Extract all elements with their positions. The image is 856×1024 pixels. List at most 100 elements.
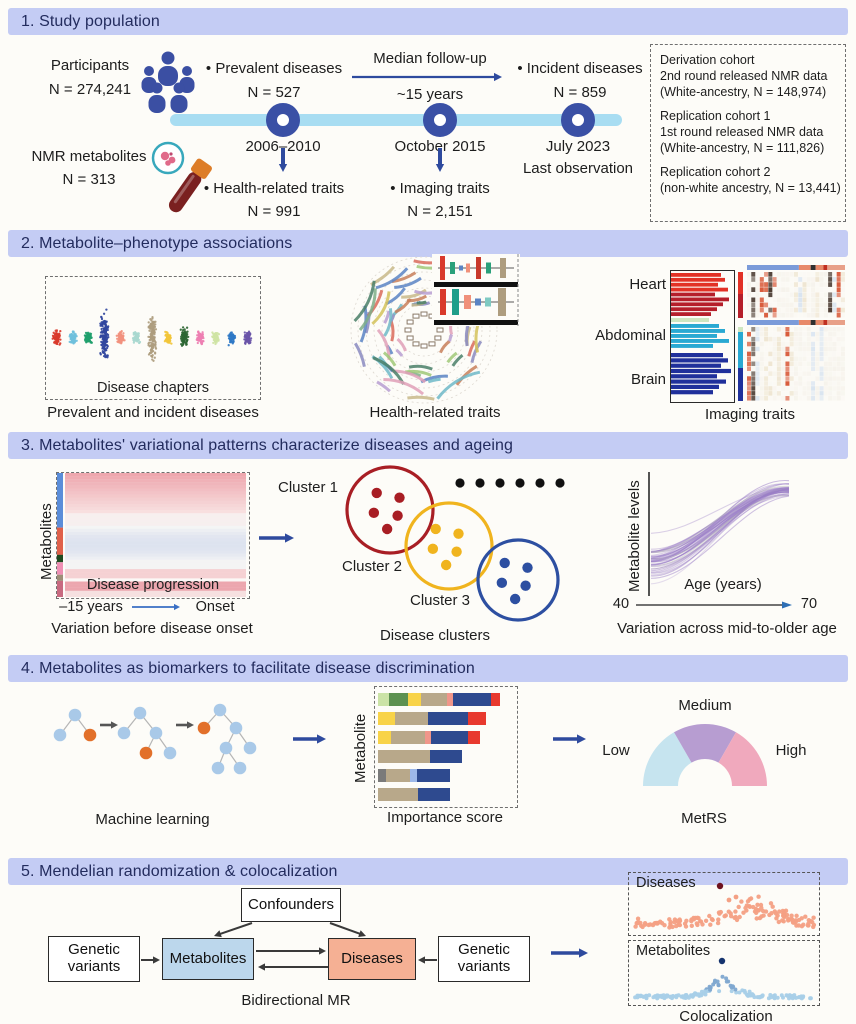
blood-tube-icon <box>151 141 212 213</box>
cohort2-line2: 1st round released NMR data <box>660 125 824 139</box>
metabolites-label: Metabolites <box>169 949 247 967</box>
participants-n: N = 274,241 <box>48 81 132 98</box>
imaging-traits-n: N = 2,151 <box>407 203 473 220</box>
cluster3-label: Cluster 3 <box>409 592 471 609</box>
circular-caption: Health-related traits <box>369 404 501 421</box>
participants-label: Participants <box>50 57 130 74</box>
health-traits-n: N = 991 <box>247 203 301 220</box>
imaging-traits-label: • Imaging traits <box>390 180 490 197</box>
section1-title: 1. Study population <box>21 12 160 30</box>
section4-arrow-1 <box>293 734 326 744</box>
importance-bars <box>378 693 500 801</box>
cohort3-line1: Replication cohort 2 <box>660 165 771 179</box>
manhattan-inner-label: Disease chapters <box>96 380 210 396</box>
median-years-label: ~15 years <box>396 86 464 103</box>
imaging-bars-box <box>670 270 735 403</box>
diseases-box: Diseases <box>328 938 416 980</box>
nmr-label: NMR metabolites <box>31 148 147 165</box>
section2-header: 2. Metabolite–phenotype associations <box>8 230 848 257</box>
onset-heatmap-box: Disease progression <box>56 472 250 599</box>
section5-arrow <box>551 948 588 958</box>
metrs-gauge <box>643 724 767 786</box>
heatmap-x-left: –15 years <box>59 599 123 615</box>
diseases-label: Diseases <box>341 949 403 967</box>
cohort1-line1: Derivation cohort <box>660 53 755 67</box>
imaging-caption: Imaging traits <box>704 406 796 423</box>
cohort2-line3: (White-ancestry, N = 111,826) <box>660 141 825 155</box>
median-followup-arrow <box>352 72 502 82</box>
cluster-circles <box>345 465 560 622</box>
prevalent-n: N = 527 <box>247 84 301 101</box>
clusters-caption: Disease clusters <box>379 627 491 644</box>
coloc-diseases-label: Diseases <box>636 875 696 891</box>
genetic-variants-left-box: Genetic variants <box>48 936 140 982</box>
cohort3-line2: (non-white ancestry, N = 13,441) <box>660 181 841 195</box>
section1-header: 1. Study population <box>8 8 848 35</box>
section4-title: 4. Metabolites as biomarkers to facilita… <box>21 659 475 677</box>
confounders-label: Confounders <box>248 895 334 913</box>
age-caption: Variation across mid-to-older age <box>617 620 837 637</box>
importance-caption: Importance score <box>387 809 503 826</box>
last-observation-label: Last observation <box>522 160 634 177</box>
section3-arrow <box>259 533 294 543</box>
heatmap-inner-label: Disease progression <box>86 577 220 593</box>
heatmap-ylabel: Metabolites <box>38 503 55 581</box>
manhattan-box: Disease chapters <box>45 276 261 400</box>
gauge-high-label: High <box>775 742 807 759</box>
imaging-label-abdominal: Abdominal <box>595 327 666 344</box>
coloc-metabolites-scatter <box>633 957 813 1001</box>
heatmap-x-arrow <box>132 603 180 611</box>
mr-caption: Bidirectional MR <box>241 992 351 1009</box>
mr-arrows <box>141 922 437 971</box>
imaging-label-heart: Heart <box>629 276 666 293</box>
age-x-arrow <box>636 601 792 609</box>
manhattan-caption: Prevalent and incident diseases <box>47 404 259 421</box>
coloc-caption: Colocalization <box>679 1008 773 1024</box>
age-xlabel: Age (years) <box>684 576 762 593</box>
node2-label: October 2015 <box>394 138 486 155</box>
section3-title: 3. Metabolites' variational patterns cha… <box>21 436 514 454</box>
gauge-medium-label: Medium <box>678 697 732 714</box>
health-traits-label: • Health-related traits <box>203 180 345 197</box>
down-arrow-2015 <box>435 148 445 172</box>
coloc-diseases-box: Diseases <box>628 872 820 936</box>
age-min-label: 40 <box>612 596 630 612</box>
decision-trees <box>53 703 257 775</box>
onset-heatmap <box>57 473 246 597</box>
coloc-metabolites-box: Metabolites <box>628 940 820 1006</box>
metabolites-box: Metabolites <box>162 938 254 980</box>
section4-header: 4. Metabolites as biomarkers to facilita… <box>8 655 848 682</box>
imaging-bars <box>671 273 731 395</box>
gauge-low-label: Low <box>602 742 630 759</box>
gauge-caption: MetRS <box>681 810 727 827</box>
importance-box <box>374 686 518 808</box>
cohort2-line1: Replication cohort 1 <box>660 109 771 123</box>
heatmap-x-right: Onset <box>195 599 235 615</box>
confounders-box: Confounders <box>241 888 341 922</box>
section5-header: 5. Mendelian randomization & colocalizat… <box>8 858 848 885</box>
section5-title: 5. Mendelian randomization & colocalizat… <box>21 862 338 880</box>
ml-caption: Machine learning <box>95 811 210 828</box>
coloc-diseases-scatter <box>633 882 817 930</box>
genetic-right-label: Genetic variants <box>457 941 511 975</box>
heatmap-caption: Variation before disease onset <box>51 620 253 637</box>
coloc-metabolites-label: Metabolites <box>636 943 711 959</box>
timeline-node-2015 <box>423 103 457 137</box>
cohort-box: Derivation cohort 2nd round released NMR… <box>650 44 846 222</box>
node3-label: July 2023 <box>545 138 611 155</box>
incident-label: • Incident diseases <box>517 60 643 77</box>
imaging-heatmap <box>738 265 845 401</box>
imaging-label-brain: Brain <box>630 371 666 388</box>
cohort1-line2: 2nd round released NMR data <box>660 69 828 83</box>
median-followup-label: Median follow-up <box>373 50 487 67</box>
prevalent-label: • Prevalent diseases <box>205 60 343 77</box>
cohort1-line3: (White-ancestry, N = 148,974) <box>660 85 827 99</box>
timeline-bar <box>170 114 622 126</box>
section2-title: 2. Metabolite–phenotype associations <box>21 234 293 252</box>
section3-header: 3. Metabolites' variational patterns cha… <box>8 432 848 459</box>
importance-ylabel: Metabolite <box>352 713 369 783</box>
age-max-label: 70 <box>800 596 818 612</box>
timeline-node-2023 <box>561 103 595 137</box>
cluster1-label: Cluster 1 <box>277 479 339 496</box>
